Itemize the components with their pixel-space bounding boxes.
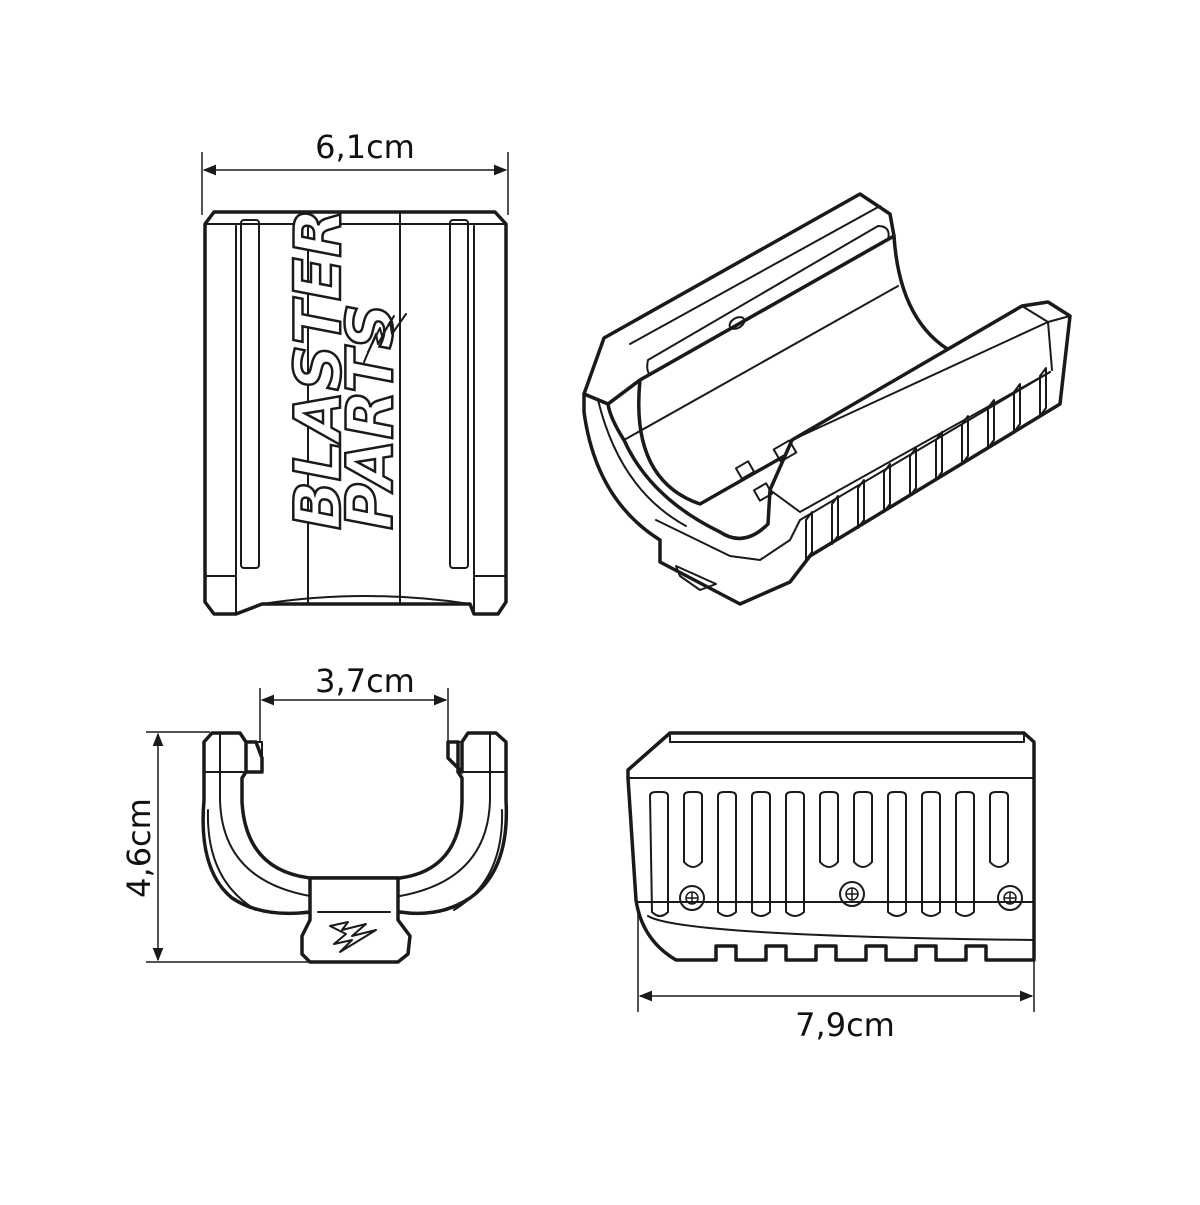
- iso-screw-icon-2: [752, 482, 774, 502]
- iso-bottom-edge: [655, 371, 1051, 561]
- front-lightning-icon: [329, 921, 377, 953]
- dimension-label-top-width: 6,1cm: [315, 128, 415, 166]
- dimension-label-opening-width: 3,7cm: [315, 662, 415, 700]
- center-band: [307, 211, 401, 605]
- logo-line-1: BLASTER: [282, 208, 356, 530]
- front-u-outline: [201, 731, 509, 916]
- screw-icon-center: [839, 881, 865, 907]
- iso-pin-hole: [728, 316, 746, 330]
- dimension-label-length: 7,9cm: [795, 1006, 895, 1044]
- bottom-curve: [261, 595, 471, 605]
- brand-logo: BLASTER PARTS: [281, 207, 410, 531]
- dimension-height: 4,6cm: [120, 731, 310, 963]
- side-top-chamfer: [669, 732, 1025, 743]
- right-slot: [449, 219, 469, 569]
- iso-u-inner-edge: [597, 399, 687, 527]
- iso-screw-icon-1: [734, 460, 756, 480]
- side-bottom-curve: [647, 915, 1035, 941]
- side-ribs: [649, 791, 1009, 917]
- iso-u-body: [582, 300, 1072, 606]
- top-view: 6,1cm BLASTER PARTS: [201, 128, 509, 616]
- lightning-bolt-icon-inner: [367, 315, 395, 353]
- dimension-top-width: 6,1cm: [201, 128, 509, 215]
- logo-line-2: PARTS: [334, 303, 408, 530]
- screw-icon-left: [679, 885, 705, 911]
- front-shoulder-curves: [206, 809, 504, 911]
- dimension-label-height: 4,6cm: [120, 798, 158, 898]
- dimension-opening-width: 3,7cm: [259, 662, 449, 742]
- dimension-length: 7,9cm: [637, 880, 1035, 1044]
- iso-channel-line: [623, 285, 899, 441]
- isometric-view: [582, 192, 1072, 606]
- iso-right-top-edge: [791, 321, 1053, 441]
- left-slot: [240, 219, 260, 569]
- iso-tab-icon: [772, 439, 798, 463]
- iso-left-wall-edge: [629, 205, 881, 345]
- side-view-outline: [626, 731, 1036, 962]
- iso-ribs: [805, 367, 1047, 561]
- front-mount-foot: [300, 876, 412, 964]
- front-top-lugs: [245, 741, 463, 773]
- front-view: 3,7cm 4,6cm: [120, 662, 509, 964]
- iso-lightning-badge-icon: [675, 565, 717, 591]
- side-rail-lines: [235, 225, 475, 577]
- screw-icon-right: [997, 885, 1023, 911]
- side-view: 7,9cm: [626, 731, 1036, 1044]
